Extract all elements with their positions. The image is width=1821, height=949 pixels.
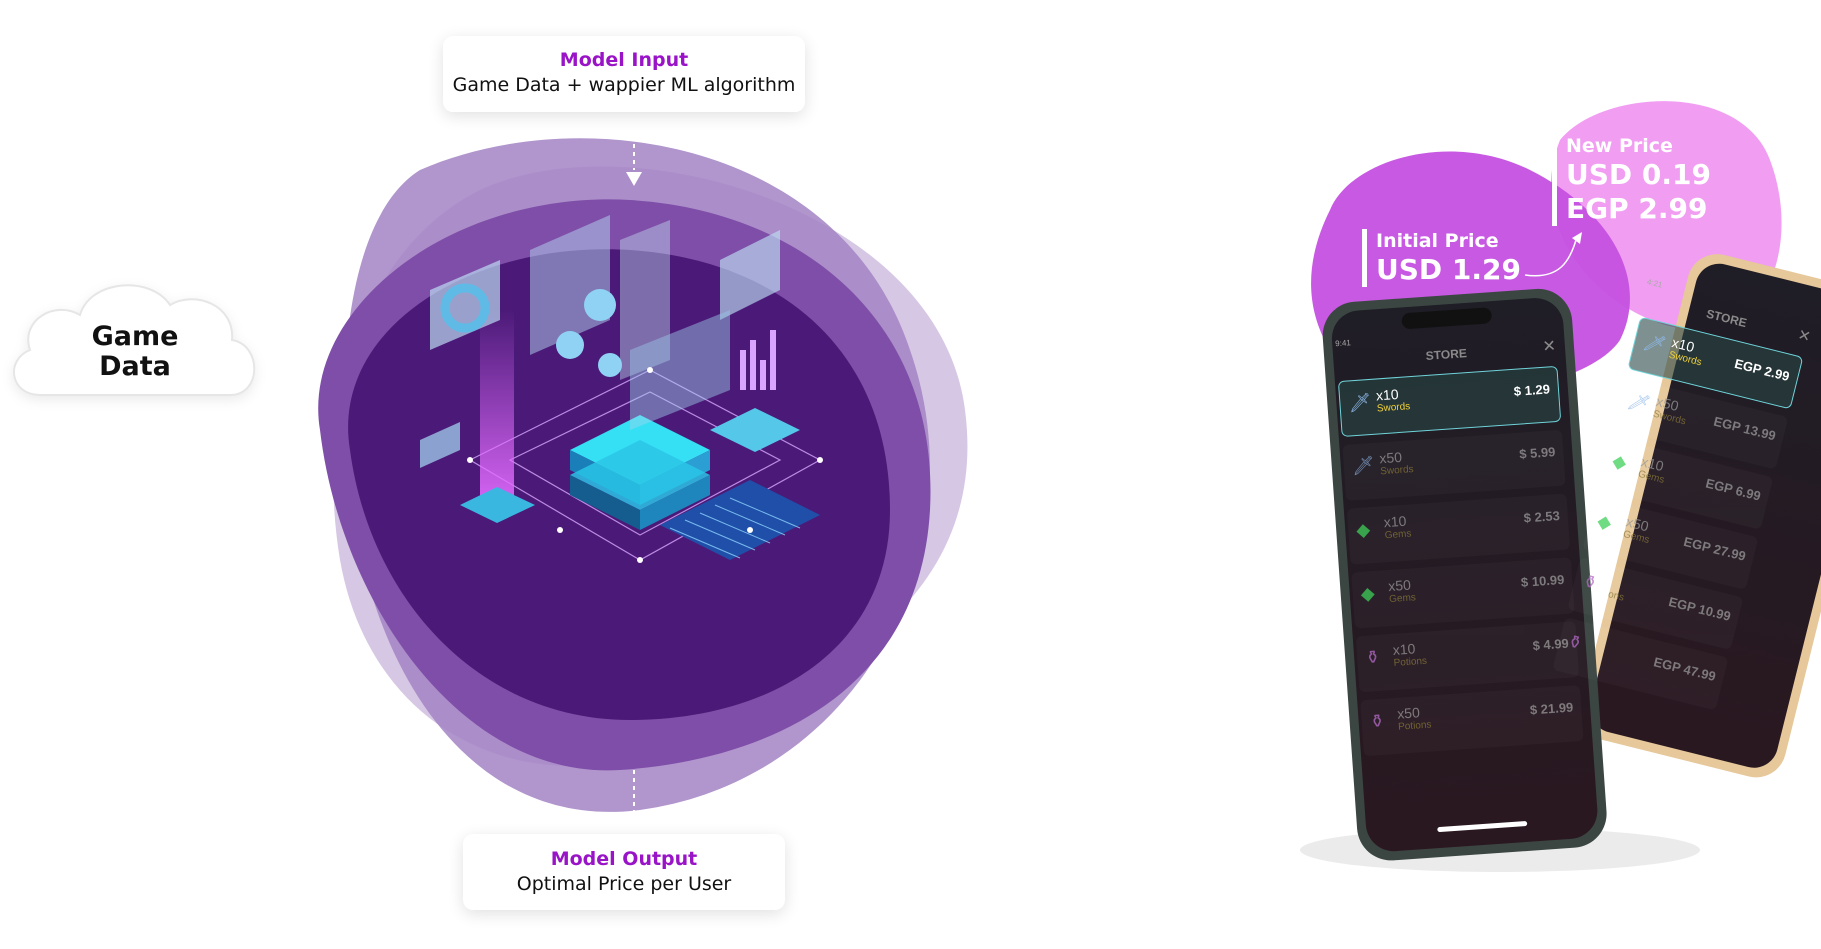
- store-item-name: Gems: [1388, 592, 1417, 606]
- store-item-name: Swords: [1667, 349, 1703, 369]
- game-data-label-line2: Data: [99, 351, 171, 382]
- potion-icon: ⚱: [1580, 570, 1600, 594]
- new-price-block: New Price USD 0.19 EGP 2.99: [1552, 134, 1711, 226]
- store-item-price: EGP 13.99: [1712, 413, 1778, 444]
- initial-price-label: Initial Price: [1376, 230, 1499, 252]
- initial-price-usd: USD 1.29: [1376, 253, 1521, 286]
- input-arrow: [626, 172, 642, 186]
- store-item-price: $ 5.99: [1518, 444, 1556, 462]
- model-output-title: Model Output: [550, 848, 698, 870]
- sword-icon: 🗡: [1641, 331, 1669, 357]
- price-change-arrow: [1524, 239, 1577, 277]
- initial-price-block: Initial Price USD 1.29: [1362, 229, 1521, 287]
- gear-icon: [556, 289, 622, 377]
- store-item-price: EGP 10.99: [1667, 594, 1733, 624]
- gem-icon: ◆: [1360, 583, 1376, 605]
- sword-icon: 🗡: [1351, 454, 1376, 477]
- model-input-title: Model Input: [559, 49, 689, 71]
- model-input-card: Model Input Game Data + wappier ML algor…: [443, 36, 805, 112]
- potion-icon: ⚱: [1565, 630, 1585, 654]
- pie-chart-graphic: [440, 283, 490, 333]
- model-input-subtitle: Game Data + wappier ML algorithm: [452, 74, 796, 96]
- server-stack: [570, 415, 710, 530]
- side-module-left: [420, 422, 460, 468]
- potion-icon: ⚱: [1369, 710, 1386, 732]
- store-item-name: Swords: [1376, 401, 1411, 415]
- store-item-qty: x10: [1383, 512, 1407, 531]
- side-module-right: [710, 408, 800, 452]
- new-price-egp: EGP 2.99: [1566, 192, 1708, 225]
- light-beam: [480, 310, 514, 500]
- potion-icon: ⚱: [1364, 646, 1382, 668]
- sword-icon: 🗡: [1625, 390, 1653, 416]
- store-item-name: Potions: [1393, 655, 1428, 669]
- store-item-qty: x10: [1375, 385, 1400, 404]
- store-item-qty: x50: [1378, 448, 1403, 467]
- grid-nodes: [467, 367, 823, 563]
- game-data-cloud: [13, 284, 256, 396]
- store-item-name: Swords: [1379, 464, 1414, 478]
- game-data-label: Game Data: [40, 322, 230, 382]
- sword-icon: 🗡: [1347, 391, 1372, 414]
- new-price-usd: USD 0.19: [1566, 158, 1711, 191]
- gem-icon: ◆: [1595, 510, 1614, 534]
- store-item-name: Potions: [1397, 719, 1432, 733]
- store-item-qty: x50: [1396, 704, 1421, 722]
- gem-icon: ◆: [1355, 519, 1371, 541]
- store-item-price: $ 1.29: [1513, 381, 1551, 399]
- phone-back: [1580, 254, 1821, 778]
- store-item-qty: x50: [1387, 576, 1412, 595]
- close-icon[interactable]: ✕: [1542, 337, 1557, 356]
- store-item-qty: x10: [1392, 640, 1416, 658]
- store-item-price: EGP 6.99: [1704, 475, 1763, 504]
- keyboard-panel: [660, 480, 820, 560]
- store-item-price: EGP 47.99: [1652, 654, 1718, 685]
- store-item-name: Swords: [1651, 408, 1687, 428]
- model-output-subtitle: Optimal Price per User: [516, 873, 732, 895]
- new-price-label: New Price: [1566, 135, 1673, 157]
- store-item-price: EGP 27.99: [1682, 533, 1748, 564]
- store-item-price: $ 2.53: [1523, 508, 1561, 526]
- phone-front-time: 9:41: [1334, 338, 1352, 349]
- store-item-name: ons: [1606, 589, 1626, 604]
- store-item-price: EGP 2.99: [1732, 355, 1792, 385]
- store-item-name: Gems: [1384, 528, 1412, 542]
- store-item-price: $ 10.99: [1520, 571, 1565, 590]
- floating-panels: [430, 215, 780, 430]
- bar-chart-graphic: [740, 330, 776, 390]
- model-output-card: Model Output Optimal Price per User: [463, 834, 785, 910]
- beam-base: [460, 487, 535, 523]
- gem-icon: ◆: [1610, 450, 1629, 474]
- ml-model-illustration: [318, 130, 968, 820]
- game-data-label-line1: Game: [91, 321, 179, 352]
